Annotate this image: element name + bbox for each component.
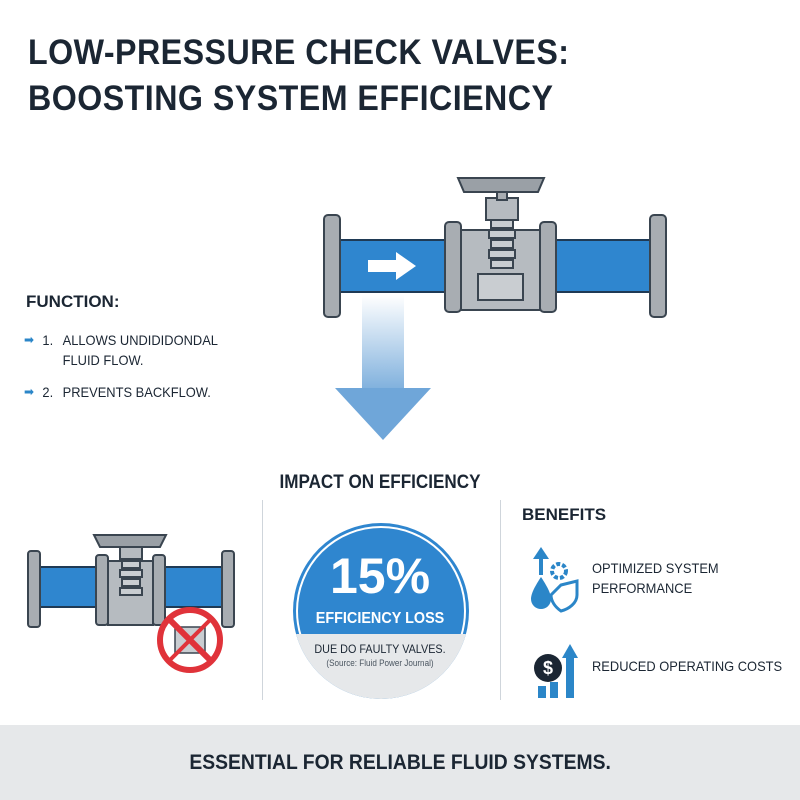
- function-heading: FUNCTION:: [26, 292, 120, 311]
- arrow-right-icon: ➡: [24, 384, 35, 399]
- footer-text: ESSENTIAL FOR RELIABLE FLUID SYSTEMS.: [189, 750, 611, 774]
- divider-left: [262, 500, 263, 700]
- stat-source: (Source: Fluid Power Journal): [326, 658, 434, 668]
- title-line-2: BOOSTING SYSTEM EFFICIENCY: [28, 79, 554, 118]
- valve-handle-icon: [456, 177, 546, 193]
- stat-note: DUE DO FAULTY VALVES.: [314, 642, 446, 656]
- spring-icon: [488, 219, 516, 269]
- benefits-heading: BENEFITS: [522, 505, 607, 524]
- footer-banner: ESSENTIAL FOR RELIABLE FLUID SYSTEMS.: [0, 725, 800, 800]
- benefit-item-2: REDUCED OPERATING COSTS: [592, 658, 783, 674]
- prohibited-icon: [157, 607, 223, 673]
- benefit-item-1: OPTIMIZED SYSTEM PERFORMANCE: [592, 560, 719, 596]
- efficiency-loss-badge: [293, 523, 469, 699]
- page-title: LOW-PRESSURE CHECK VALVES: BOOSTING SYST…: [28, 30, 709, 122]
- check-valve-illustration: [323, 177, 667, 440]
- divider-right: [500, 500, 501, 700]
- dollar-growth-icon: $: [534, 644, 578, 698]
- function-item-1: ➡ 1. ALLOWS UNDIDIDONDAL FLUID FLOW.: [24, 332, 218, 368]
- impact-heading: IMPACT ON EFFICIENCY: [279, 472, 481, 493]
- stat-value: 15%: [329, 548, 431, 604]
- flow-arrow-icon: [368, 252, 416, 280]
- faulty-valve-illustration: [27, 534, 235, 673]
- performance-gear-drop-icon: [531, 547, 579, 613]
- title-line-1: LOW-PRESSURE CHECK VALVES:: [28, 33, 570, 72]
- arrow-right-icon: ➡: [24, 332, 35, 347]
- stat-label: EFFICIENCY LOSS: [315, 610, 445, 627]
- svg-text:$: $: [543, 658, 553, 678]
- function-item-2: ➡ 2. PREVENTS BACKFLOW.: [24, 384, 211, 400]
- outlet-pipe: [549, 239, 651, 293]
- downstream-arrow-icon: [335, 295, 431, 440]
